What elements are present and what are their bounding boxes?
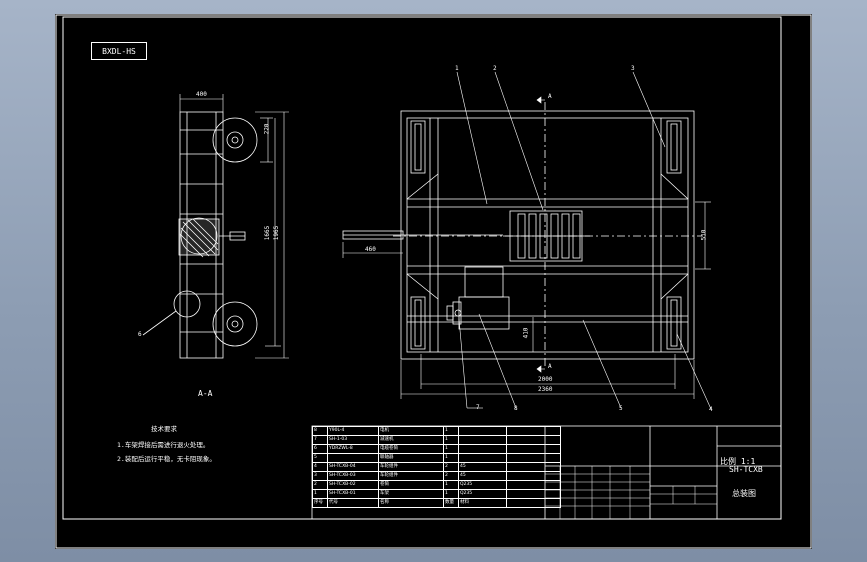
dim-460: 460 <box>365 246 376 253</box>
cell-no: 2 <box>312 480 328 490</box>
section-mark-top: A <box>548 93 552 100</box>
cell-code <box>327 453 379 463</box>
notes-line-1: 1.车架焊接后需进行退火处理。 <box>117 441 210 449</box>
section-label: A-A <box>198 389 213 398</box>
callout-5: 5 <box>619 405 623 412</box>
cell-code: SH-1-03 <box>327 435 379 445</box>
cell-no: 6 <box>312 444 328 454</box>
cell-material <box>458 444 507 454</box>
cell-name: 电机 <box>378 426 444 436</box>
callout-8: 8 <box>514 405 518 412</box>
cell-name: 电缆卷筒 <box>378 444 444 454</box>
cell-qty: 2 <box>443 471 459 481</box>
cell-remark <box>506 426 561 436</box>
scale-label: 比例 1:1 <box>720 457 756 466</box>
cell-qty: 1 <box>443 426 459 436</box>
dim-1965: 1965 <box>273 225 281 241</box>
table-header-row: 序号代号名称数量材料 <box>312 498 561 508</box>
cell-material: 45 <box>458 462 507 472</box>
cell-code: Y90L-4 <box>327 426 379 436</box>
cell-name: 车架 <box>378 489 444 499</box>
cell-material: Q235 <box>458 489 507 499</box>
cell-no: 4 <box>312 462 328 472</box>
plan-view <box>342 102 703 369</box>
notes-line-2: 2.装配后运行平稳，无卡阻现象。 <box>117 455 216 463</box>
drawing-sheet: BXDL-HS 400 220 1665 1965 6 A-A 1 2 3 A … <box>55 14 812 549</box>
cell-name: 车轮组件 <box>378 471 444 481</box>
cell-material <box>458 426 507 436</box>
cell-no: 1 <box>312 489 328 499</box>
cell-name: 卷筒 <box>378 480 444 490</box>
dim-width-400: 400 <box>196 91 207 98</box>
drawing-code-box: BXDL-HS <box>91 42 147 60</box>
cell-material: Q235 <box>458 480 507 490</box>
callout-7: 7 <box>476 404 480 411</box>
cell-remark <box>506 462 561 472</box>
cell-name: 联轴器 <box>378 453 444 463</box>
callout-1: 1 <box>455 65 459 72</box>
cell-material <box>458 453 507 463</box>
drawing-frame <box>55 14 812 549</box>
dim-2360: 2360 <box>538 386 553 393</box>
drawing-title: 总装图 <box>732 489 756 498</box>
cell-no: 序号 <box>312 498 328 508</box>
cell-name: 车轮组件 <box>378 462 444 472</box>
cell-qty: 2 <box>443 462 459 472</box>
cell-remark <box>506 498 561 508</box>
cell-material: 45 <box>458 471 507 481</box>
dim-410: 410 <box>522 327 530 339</box>
cell-qty: 1 <box>443 480 459 490</box>
cell-no: 3 <box>312 471 328 481</box>
cell-remark <box>506 489 561 499</box>
callout-3: 3 <box>631 65 635 72</box>
cell-remark <box>506 471 561 481</box>
cell-code: SH-TCXB-01 <box>327 489 379 499</box>
cell-remark <box>506 480 561 490</box>
cell-name: 名称 <box>378 498 444 508</box>
section-view-a-a <box>142 111 258 359</box>
dim-220: 220 <box>263 123 271 135</box>
cell-qty: 1 <box>443 453 459 463</box>
cell-no: 8 <box>312 426 328 436</box>
cell-remark <box>506 453 561 463</box>
cell-qty: 1 <box>443 489 459 499</box>
section-mark-bottom: A <box>548 363 552 370</box>
cell-name: 减速机 <box>378 435 444 445</box>
dim-510: 510 <box>700 229 708 241</box>
callout-2: 2 <box>493 65 497 72</box>
notes-title: 技术要求 <box>151 425 177 433</box>
cell-qty: 1 <box>443 444 459 454</box>
callout-4: 4 <box>709 406 713 413</box>
cell-remark <box>506 435 561 445</box>
cell-code: SH-TCXB-02 <box>327 480 379 490</box>
cell-code: SH-TCXB-03 <box>327 471 379 481</box>
dim-2000: 2000 <box>538 376 553 383</box>
cell-code: SH-TCXB-04 <box>327 462 379 472</box>
drawing-number: SH-TCXB <box>729 465 763 474</box>
cell-no: 5 <box>312 453 328 463</box>
cell-qty: 1 <box>443 435 459 445</box>
cell-remark <box>506 444 561 454</box>
cell-material: 材料 <box>458 498 507 508</box>
callout-6: 6 <box>138 331 142 338</box>
cell-qty: 数量 <box>443 498 459 508</box>
cell-material <box>458 435 507 445</box>
cell-no: 7 <box>312 435 328 445</box>
cell-code: 代号 <box>327 498 379 508</box>
cell-code: YDRZWL-8 <box>327 444 379 454</box>
dim-1665: 1665 <box>264 225 272 241</box>
